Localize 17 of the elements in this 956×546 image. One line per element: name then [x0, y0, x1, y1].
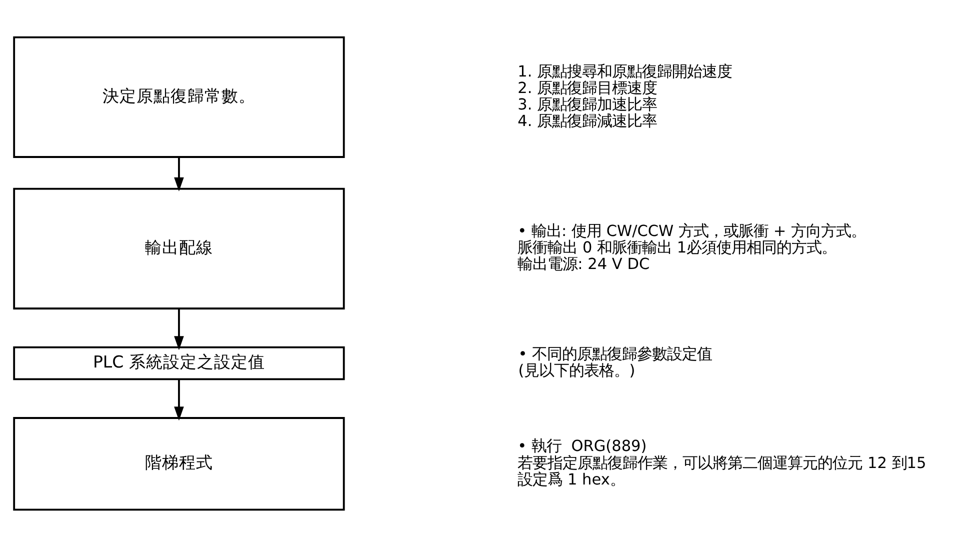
node-label: • 不同的原點復歸參數設定值 [518, 344, 712, 362]
node-label: 2. 原點復歸目標速度 [517, 78, 657, 96]
node-label: 3. 原點復歸加速比率 [517, 94, 657, 113]
node-label: 1. 原點搜尋和原點復歸開始速度 [517, 62, 732, 80]
node-box: PLC 系統設定之設定值 [12, 346, 344, 380]
node-label: 4. 原點復歸減速比率 [517, 111, 657, 130]
node-label: • 執行 ORG(889) [517, 436, 646, 455]
node-label: 若要指定原點復歸作業，可以將第二個運算元的位元 12 到15 設定爲 1 hex。 [517, 453, 926, 488]
node-label: • 輸出: 使用 CW/CCW 方式，或脈衝 + 方向方式。脈衝輸出 0 和脈衝輸出 1必須使用相同的方式。 [517, 222, 866, 256]
arrow [174, 156, 184, 191]
node-box: 輸出配線 [12, 187, 344, 309]
node-box: 決定原點復歸常數。 [12, 36, 344, 158]
node-label: (見以下的表格。) [518, 360, 635, 379]
arrow [174, 308, 184, 350]
arrow [174, 378, 184, 420]
node-label: 輸出電源: 24 V DC [517, 254, 650, 273]
node-box: 階梯程式 [12, 416, 344, 510]
